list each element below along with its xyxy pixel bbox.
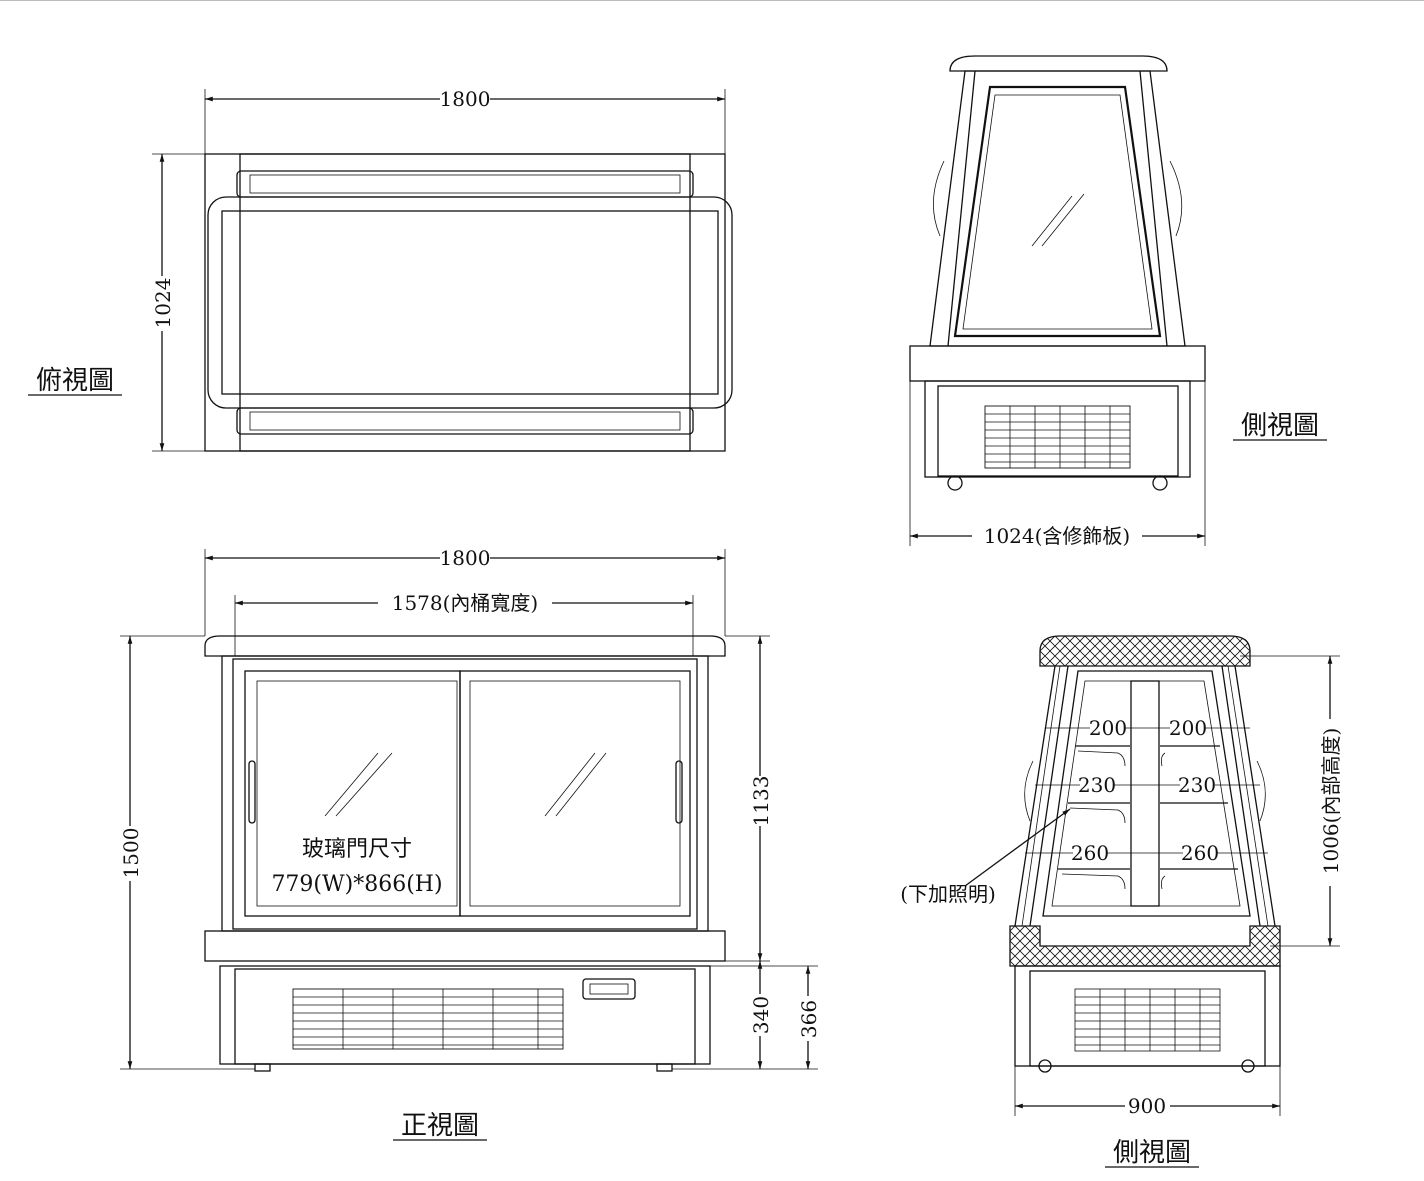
front-upper-height-dim: 1133 <box>749 776 773 827</box>
top-view-title: 俯視圖 <box>36 366 114 396</box>
front-base-height-dim: 340 <box>749 996 773 1034</box>
front-width-dim: 1800 <box>440 546 491 570</box>
front-inner-width-dim: 1578(內桶寬度) <box>392 591 539 615</box>
section-inner-height-dim: 1006(內部高度) <box>1319 728 1343 875</box>
top-depth-dim: 1024 <box>151 278 175 329</box>
shelf-dim: 200 <box>1169 716 1207 740</box>
section-grill <box>1074 988 1221 1052</box>
top-view: 1800 1024 俯視圖 <box>28 87 733 452</box>
shelf-dim: 230 <box>1178 773 1216 797</box>
section-width-dim: 900 <box>1128 1094 1166 1118</box>
shelf-dim: 200 <box>1089 716 1127 740</box>
glass-door-label: 玻璃門尺寸 <box>302 837 412 862</box>
section-view-title: 側視圖 <box>1113 1138 1191 1168</box>
shelves <box>1058 745 1238 890</box>
top-width-dim: 1800 <box>440 87 491 111</box>
side-width-dim: 1024(含修飾板) <box>984 524 1131 548</box>
shelf-dim: 260 <box>1181 841 1219 865</box>
shelf-spacing-dims: 200 200 230 230 260 260 <box>1025 716 1268 865</box>
front-base-height-dim2: 366 <box>797 1000 821 1038</box>
front-grill-slats <box>293 989 563 1049</box>
lighting-note: (下加照明) <box>900 882 996 906</box>
front-view: 1800 1578(內桶寬度) 玻璃門尺寸 779(W)*866(H) <box>119 546 821 1141</box>
front-view-title: 正視圖 <box>401 1111 479 1141</box>
glass-door-size: 779(W)*866(H) <box>271 872 442 897</box>
shelf-dim: 230 <box>1078 773 1116 797</box>
shelf-dim: 260 <box>1071 841 1109 865</box>
side-view: 1024(含修飾板) 側視圖 <box>909 55 1327 548</box>
front-height-dim: 1500 <box>119 828 143 879</box>
section-view: 200 200 230 230 260 260 (下加照明) 900 10 <box>900 635 1343 1168</box>
side-view-title: 側視圖 <box>1241 411 1319 441</box>
